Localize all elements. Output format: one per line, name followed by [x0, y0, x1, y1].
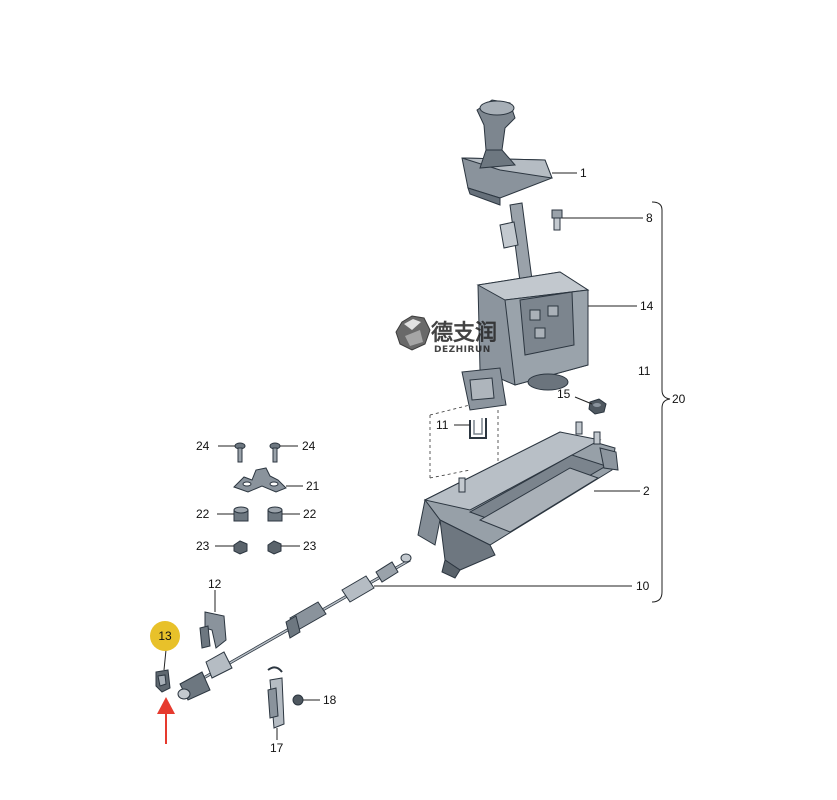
selector-housing-part-14 [461, 271, 590, 411]
nut-part-23-right [267, 540, 282, 555]
watermark-en-text: DEZHIRUN [434, 345, 491, 355]
callout-11-group: 11 [638, 364, 651, 378]
red-pointer-arrow [157, 697, 175, 744]
callout-1: 1 [580, 166, 587, 180]
callout-20: 20 [672, 392, 686, 406]
callout-21: 21 [306, 479, 320, 493]
callout-17: 17 [270, 741, 284, 755]
callout-2: 2 [643, 484, 650, 498]
bolt-part-24-right [269, 442, 281, 463]
bolt-part-8 [551, 209, 563, 231]
watermark-cn-text: 德支润 [431, 320, 497, 346]
base-housing-part-2 [417, 421, 619, 579]
holder-part-17 [267, 666, 285, 729]
group-bracket-part-20 [651, 201, 671, 603]
callout-24-right: 24 [302, 439, 316, 453]
callout-13: 13 [158, 629, 172, 643]
part-13-highlight-badge[interactable]: 13 [150, 621, 180, 651]
callout-18: 18 [323, 693, 337, 707]
callout-22-right: 22 [303, 507, 317, 521]
callout-23-left: 23 [196, 539, 210, 553]
nut-part-23-left [233, 540, 248, 555]
gear-knob-part-1 [461, 99, 553, 206]
clip-part-11 [469, 418, 487, 439]
nut-part-15 [588, 398, 607, 415]
callout-23-right: 23 [303, 539, 317, 553]
bushing-part-22-left [233, 506, 249, 522]
bracket-part-21 [233, 467, 287, 493]
highlight-badge-circle [150, 621, 180, 651]
callout-8: 8 [646, 211, 653, 225]
dezhirun-watermark: 德支润 DEZHIRUN [395, 315, 497, 355]
selector-cable-part-10 [177, 553, 412, 701]
bolt-part-24-left [234, 442, 246, 463]
callout-15: 15 [557, 387, 571, 401]
callout-10: 10 [636, 579, 650, 593]
callout-11-clip: 11 [436, 418, 449, 432]
bushing-part-22-right [267, 506, 283, 522]
callout-14: 14 [640, 299, 654, 313]
clip-part-12 [199, 611, 227, 649]
callout-12: 12 [208, 577, 222, 591]
dezhirun-logo [395, 315, 431, 351]
clip-part-13 [155, 669, 171, 693]
nut-part-18 [292, 694, 304, 706]
callout-24-left: 24 [196, 439, 210, 453]
callout-22-left: 22 [196, 507, 210, 521]
